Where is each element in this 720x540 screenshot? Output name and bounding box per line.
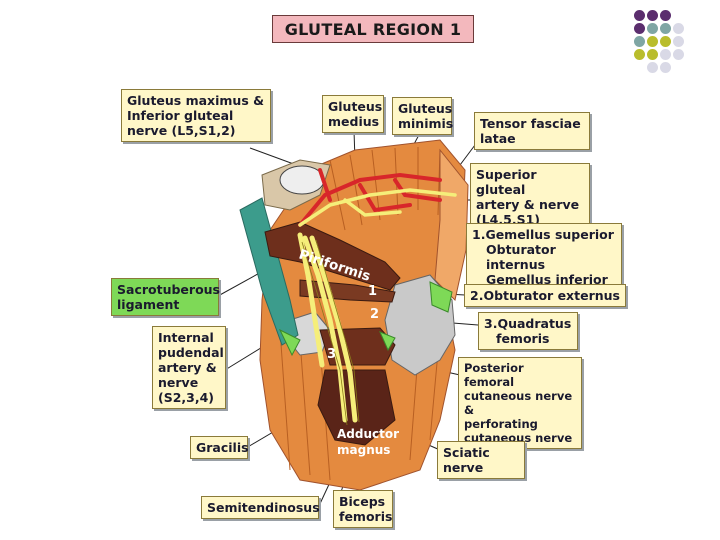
label-gracilis: Gracilis	[190, 436, 249, 459]
label-line: medius	[328, 114, 380, 129]
label-sciatic-nerve: Sciatic nerve	[437, 441, 525, 479]
label-internal-pudendal: Internal pudendal artery & nerve (S2,3,4…	[152, 326, 226, 409]
adductor-label-line1: Adductor	[337, 427, 399, 441]
label-line: 1.Gemellus superior	[472, 227, 614, 242]
decor-dot	[634, 10, 645, 21]
superior-gluteal-artery	[298, 168, 442, 227]
marker-2: 2	[370, 307, 379, 322]
page-title: GLUTEAL REGION 1	[272, 15, 474, 43]
label-gluteus-maximus: Gluteus maximus & Inferior gluteal nerve…	[121, 89, 271, 142]
green-tissue	[278, 281, 453, 357]
decor-dot	[647, 23, 658, 34]
label-line: Internal	[158, 330, 214, 345]
decor-dot	[660, 23, 671, 34]
label-line: Superior gluteal	[476, 167, 537, 197]
decor-dot	[634, 23, 645, 34]
decor-dot	[660, 49, 671, 60]
adductor-magnus-muscle	[317, 369, 396, 446]
label-line: perforating	[464, 417, 538, 431]
decor-dot	[673, 36, 684, 47]
label-line: femoris	[496, 331, 550, 346]
label-line: Inferior gluteal	[127, 108, 234, 123]
decor-dot	[647, 49, 658, 60]
label-line: Gemellus inferior	[486, 272, 608, 287]
marker-1: 1	[368, 284, 377, 299]
decor-dot	[660, 36, 671, 47]
tensor-fasciae-latae-muscle	[434, 148, 469, 301]
label-line: latae	[480, 131, 516, 146]
label-line: Biceps	[339, 494, 386, 509]
label-semitendinosus: Semitendinosus	[201, 496, 320, 519]
decor-dot	[634, 36, 645, 47]
decor-dot	[660, 62, 671, 73]
decor-dot	[634, 49, 645, 60]
label-posterior-femoral: Posterior femoral cutaneous nerve & perf…	[458, 357, 582, 449]
label-line: Posterior femoral	[464, 361, 524, 389]
sciatic-nerve	[297, 232, 358, 423]
label-obturator-externus: 2.Obturator externus	[464, 284, 626, 307]
label-quadratus-femoris: 3.Quadratus femoris	[478, 312, 578, 350]
label-line: Gluteus	[398, 101, 453, 116]
label-tensor-fasciae-latae: Tensor fasciae latae	[474, 112, 590, 150]
decor-dot	[647, 10, 658, 21]
label-gluteus-medius: Gluteus medius	[322, 95, 384, 133]
sacrotuberous-ligament	[239, 197, 299, 346]
label-line: (S2,3,4)	[158, 390, 215, 405]
label-line: nerve	[158, 375, 199, 390]
label-biceps-femoris: Biceps femoris	[333, 490, 393, 528]
sacrum-oval	[279, 165, 325, 195]
label-line: Tensor fasciae	[480, 116, 581, 131]
marker-3: 3	[327, 347, 336, 362]
label-line: minimis	[398, 116, 454, 131]
decor-dot	[673, 49, 684, 60]
label-line: artery &	[158, 360, 217, 375]
label-line: Sacrotuberous	[117, 282, 220, 297]
label-line: ligament	[117, 297, 180, 312]
decor-dot	[647, 36, 658, 47]
label-line: cutaneous nerve &	[464, 389, 573, 417]
decor-dot	[647, 62, 658, 73]
label-line: artery & nerve	[476, 197, 580, 212]
adductor-label-line2: magnus	[337, 443, 390, 457]
label-sacrotuberous-ligament: Sacrotuberous ligament	[111, 278, 220, 316]
label-line: pudendal	[158, 345, 224, 360]
label-gemellus-group: 1.Gemellus superior Obturator internus G…	[466, 223, 622, 291]
label-line: nerve (L5,S1,2)	[127, 123, 236, 138]
nerve-outline	[301, 239, 360, 426]
decor-dot	[660, 10, 671, 21]
label-line: femoris	[339, 509, 393, 524]
label-line: Obturator internus	[486, 242, 556, 272]
label-line: Gluteus maximus &	[127, 93, 265, 108]
label-line: 3.Quadratus	[484, 316, 572, 331]
label-superior-gluteal: Superior gluteal artery & nerve (L4,5,S1…	[470, 163, 590, 231]
superior-gluteal-nerve	[298, 188, 457, 227]
label-gluteus-minimis: Gluteus minimis	[392, 97, 454, 135]
decor-dot	[673, 23, 684, 34]
label-line: Gluteus	[328, 99, 383, 114]
